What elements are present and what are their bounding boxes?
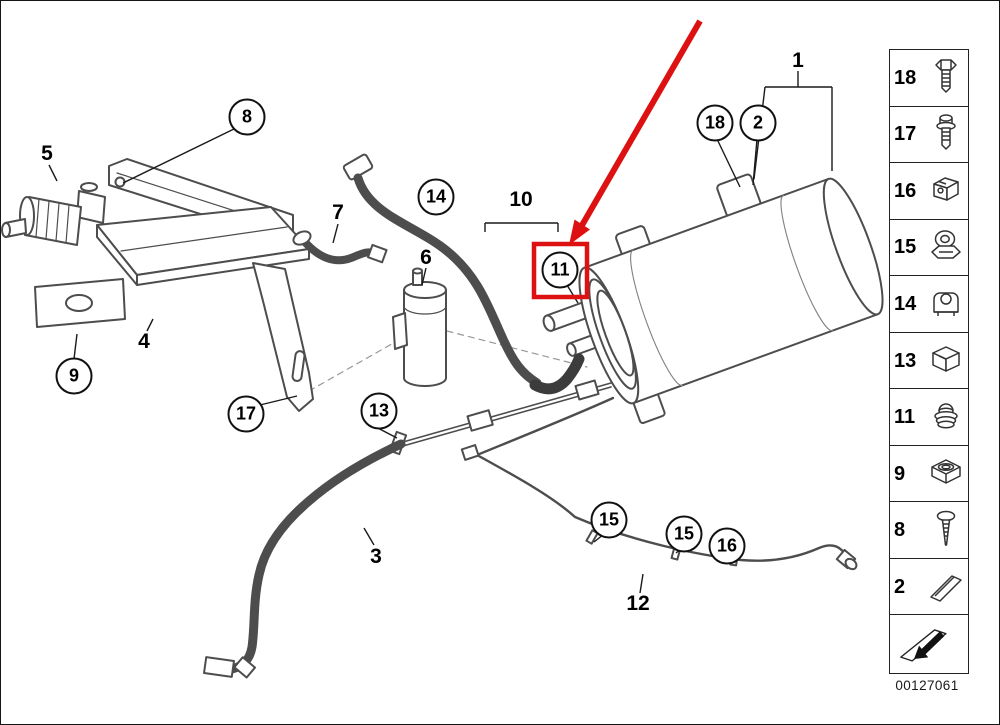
legend-item-15[interactable]: 15: [890, 219, 968, 277]
valve-part: [1, 182, 106, 246]
legend-number: 9: [894, 462, 906, 485]
legend-item-18[interactable]: 18: [890, 50, 968, 107]
callout-5[interactable]: 5: [41, 142, 53, 165]
legend-number: 13: [894, 349, 917, 372]
highlight-box: [531, 241, 590, 300]
callout-16[interactable]: 16: [708, 527, 746, 565]
canister-part: [392, 267, 447, 387]
holder-clip-icon: [926, 281, 966, 327]
alignment-guides: [308, 330, 588, 392]
leader-lines: [48, 71, 833, 594]
bracket-part: [34, 158, 314, 412]
fuel-filter-part: [542, 173, 884, 424]
callout-7[interactable]: 7: [332, 201, 344, 224]
legend-item-17[interactable]: 17: [890, 106, 968, 164]
callout-14[interactable]: 14: [417, 178, 455, 216]
highlight-annotation: [531, 19, 703, 300]
legend-number: 18: [894, 66, 917, 89]
legend-footer: [890, 615, 968, 675]
legend-column: 18 17 16 15 14 13 11 9 8 2: [889, 49, 969, 675]
legend-number: 14: [894, 292, 917, 315]
callout-15[interactable]: 15: [665, 515, 703, 553]
hex-bolt-icon: [926, 55, 966, 101]
direction-arrow-icon: [899, 623, 959, 665]
pipe-clamp-icon: [926, 224, 966, 270]
legend-item-16[interactable]: 16: [890, 163, 968, 220]
callout-8[interactable]: 8: [228, 98, 266, 136]
callout-10[interactable]: 10: [509, 188, 533, 211]
highlight-arrow: [578, 19, 703, 229]
callout-6[interactable]: 6: [420, 246, 432, 269]
feed-line-part: [388, 379, 612, 456]
callout-18[interactable]: 18: [696, 104, 734, 142]
legend-item-14[interactable]: 14: [890, 276, 968, 333]
legend-item-2[interactable]: 2: [890, 558, 968, 616]
callout-15[interactable]: 15: [590, 501, 628, 539]
hex-nut-icon: [926, 451, 966, 497]
hose-14-part: [342, 153, 585, 395]
callout-13[interactable]: 13: [360, 392, 398, 430]
line-clip-icon: [926, 338, 966, 384]
legend-number: 8: [894, 519, 906, 542]
trim-wedge-icon: [926, 564, 966, 610]
callout-11[interactable]: 11: [541, 251, 579, 289]
grommet-icon: [926, 394, 966, 440]
highlight-arrow-head: [569, 219, 590, 245]
legend-number: 16: [894, 179, 917, 202]
screw-icon: [926, 507, 966, 553]
image-number: 00127061: [895, 678, 959, 693]
callout-2[interactable]: 2: [739, 104, 777, 142]
callout-3[interactable]: 3: [370, 545, 382, 568]
callout-9[interactable]: 9: [55, 357, 93, 395]
cable-clip-icon: [926, 168, 966, 214]
legend-item-9[interactable]: 9: [890, 445, 968, 503]
pipe-12-part: [460, 396, 858, 571]
callout-4[interactable]: 4: [138, 330, 150, 353]
legend-number: 11: [894, 406, 916, 429]
callout-12[interactable]: 12: [626, 592, 650, 615]
hose-3-part: [203, 439, 406, 679]
legend-number: 17: [894, 123, 917, 146]
hose-7-part: [292, 230, 388, 265]
callout-17[interactable]: 17: [227, 395, 265, 433]
legend-number: 2: [894, 575, 906, 598]
stud-bolt-icon: [926, 111, 966, 157]
legend-item-8[interactable]: 8: [890, 502, 968, 559]
legend-item-13[interactable]: 13: [890, 332, 968, 390]
callout-1[interactable]: 1: [792, 49, 804, 72]
legend-item-11[interactable]: 11: [890, 389, 968, 446]
legend-number: 15: [894, 236, 917, 259]
